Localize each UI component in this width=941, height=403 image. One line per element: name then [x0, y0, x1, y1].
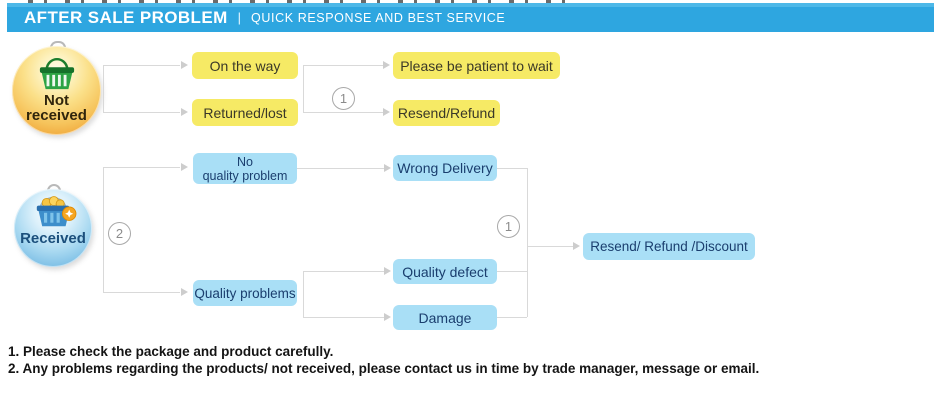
connector-line — [303, 317, 384, 318]
connector-line — [497, 317, 527, 318]
arrowhead-icon — [384, 313, 391, 321]
green-shopping-basket-icon — [39, 57, 74, 90]
node-resend-refund-discount: Resend/ Refund /Discount — [583, 233, 755, 260]
step-badge-1b: 1 — [497, 215, 520, 238]
connector-line — [103, 65, 180, 66]
connector-line — [103, 167, 104, 292]
not-received-label: Not received — [26, 93, 87, 124]
connector-line — [103, 112, 180, 113]
no-quality-problem-line2: quality problem — [202, 168, 288, 183]
header-banner: AFTER SALE PROBLEM | QUICK RESPONSE AND … — [7, 3, 934, 32]
connector-line — [297, 168, 384, 169]
no-quality-problem-label: No quality problem — [203, 155, 288, 183]
banner-subtitle: QUICK RESPONSE AND BEST SERVICE — [251, 10, 506, 25]
received-label: Received — [20, 230, 86, 247]
arrowhead-icon — [573, 242, 580, 250]
connector-line — [103, 65, 104, 113]
node-quality-problems: Quality problems — [193, 280, 297, 306]
arrowhead-icon — [384, 164, 391, 172]
connector-line — [527, 168, 528, 317]
node-returned-lost: Returned/lost — [192, 99, 298, 126]
node-damage: Damage — [393, 305, 497, 330]
not-received-node: Not received — [12, 46, 101, 135]
banner-separator: | — [237, 10, 242, 25]
node-on-the-way: On the way — [192, 52, 298, 79]
node-no-quality-problem: No quality problem — [193, 153, 297, 184]
connector-line — [303, 65, 304, 113]
connector-line — [497, 271, 527, 272]
node-quality-defect: Quality defect — [393, 259, 497, 284]
footer-note-1: 1. Please check the package and product … — [8, 344, 334, 359]
arrowhead-icon — [181, 108, 188, 116]
cropped-text-artifacts — [28, 0, 568, 4]
step-badge-1: 1 — [332, 87, 355, 110]
arrowhead-icon — [383, 108, 390, 116]
no-quality-problem-line1: No — [237, 154, 253, 169]
connector-line — [303, 271, 304, 317]
banner-title: AFTER SALE PROBLEM — [24, 7, 228, 27]
blue-shopping-basket-icon — [36, 196, 77, 227]
received-node: Received — [14, 189, 92, 267]
arrowhead-icon — [181, 61, 188, 69]
connector-line — [497, 168, 527, 169]
connector-line — [303, 112, 383, 113]
arrowhead-icon — [384, 267, 391, 275]
connector-line — [303, 65, 383, 66]
connector-line — [103, 292, 180, 293]
arrowhead-icon — [181, 163, 188, 171]
not-received-line1: Not — [43, 92, 69, 109]
node-wrong-delivery: Wrong Delivery — [393, 155, 497, 181]
node-resend-refund: Resend/Refund — [393, 100, 500, 126]
arrowhead-icon — [181, 288, 188, 296]
connector-line — [103, 167, 180, 168]
connector-line — [527, 246, 577, 247]
node-please-be-patient: Please be patient to wait — [393, 52, 560, 79]
arrowhead-icon — [383, 61, 390, 69]
not-received-line2: received — [26, 107, 87, 125]
connector-line — [303, 271, 384, 272]
step-badge-2: 2 — [108, 222, 131, 245]
footer-note-2: 2. Any problems regarding the products/ … — [8, 361, 760, 376]
hanger-clip-icon — [47, 184, 61, 192]
